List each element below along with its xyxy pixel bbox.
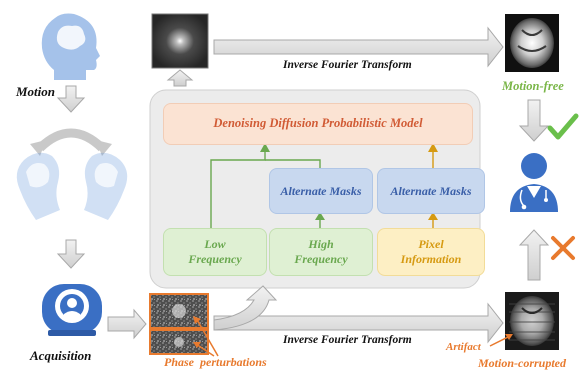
bottom-ift-label: Inverse Fourier Transform [283,334,412,346]
doctor-icon [510,153,558,212]
rotated-head-right-icon [84,152,128,220]
phase-pointer-arrows [193,316,219,357]
head-brain-icon [41,13,100,80]
up-to-doctor-arrow [518,229,550,281]
cross-icon [551,236,575,260]
check-icon [547,113,579,140]
alternate-masks-label-1: Alternate Masks [280,183,362,198]
alternate-masks-box-2: Alternate Masks [377,168,485,214]
ddpm-label: Denoising Diffusion Probabilistic Model [213,116,423,131]
connectors [210,143,438,228]
phase-perturbations-label: Phase perturbations [164,355,267,369]
pixel-information-box: Pixel Information [377,228,485,276]
down-arrow-1 [56,85,86,113]
motion-free-image [505,14,559,72]
down-to-doctor-arrow [518,99,550,142]
low-frequency-label: Low Frequency [188,237,242,266]
motion-free-label: Motion-free [502,79,564,93]
motion-corrupted-image [505,292,559,350]
high-frequency-label: High Frequency [294,237,348,266]
alternate-masks-label-2: Alternate Masks [390,183,472,198]
rotated-head-left-icon [16,152,60,220]
artifact-label: Artifact [446,341,481,353]
alternate-masks-box-1: Alternate Masks [269,168,373,214]
acquisition-arrow [107,308,147,340]
top-ift-label: Inverse Fourier Transform [283,59,412,71]
rotation-arrow [30,128,112,156]
pixel-information-label: Pixel Information [400,237,462,266]
bottom-ift-arrow [213,302,504,344]
acquisition-label: Acquisition [30,348,92,363]
high-frequency-box: High Frequency [269,228,373,276]
ddpm-box: Denoising Diffusion Probabilistic Model [163,103,473,145]
feed-arrow [213,285,278,331]
mri-scanner-icon [42,284,102,336]
motion-corrupted-label: Motion-corrupted [478,356,567,370]
artifact-pointer-arrow [489,334,513,347]
top-ift-arrow [213,26,504,68]
motion-label: Motion [16,84,56,99]
low-frequency-box: Low Frequency [163,228,267,276]
kspace-clean-thumbnail [151,13,209,69]
up-to-kspace-arrow [166,69,194,87]
down-arrow-2 [56,239,86,269]
